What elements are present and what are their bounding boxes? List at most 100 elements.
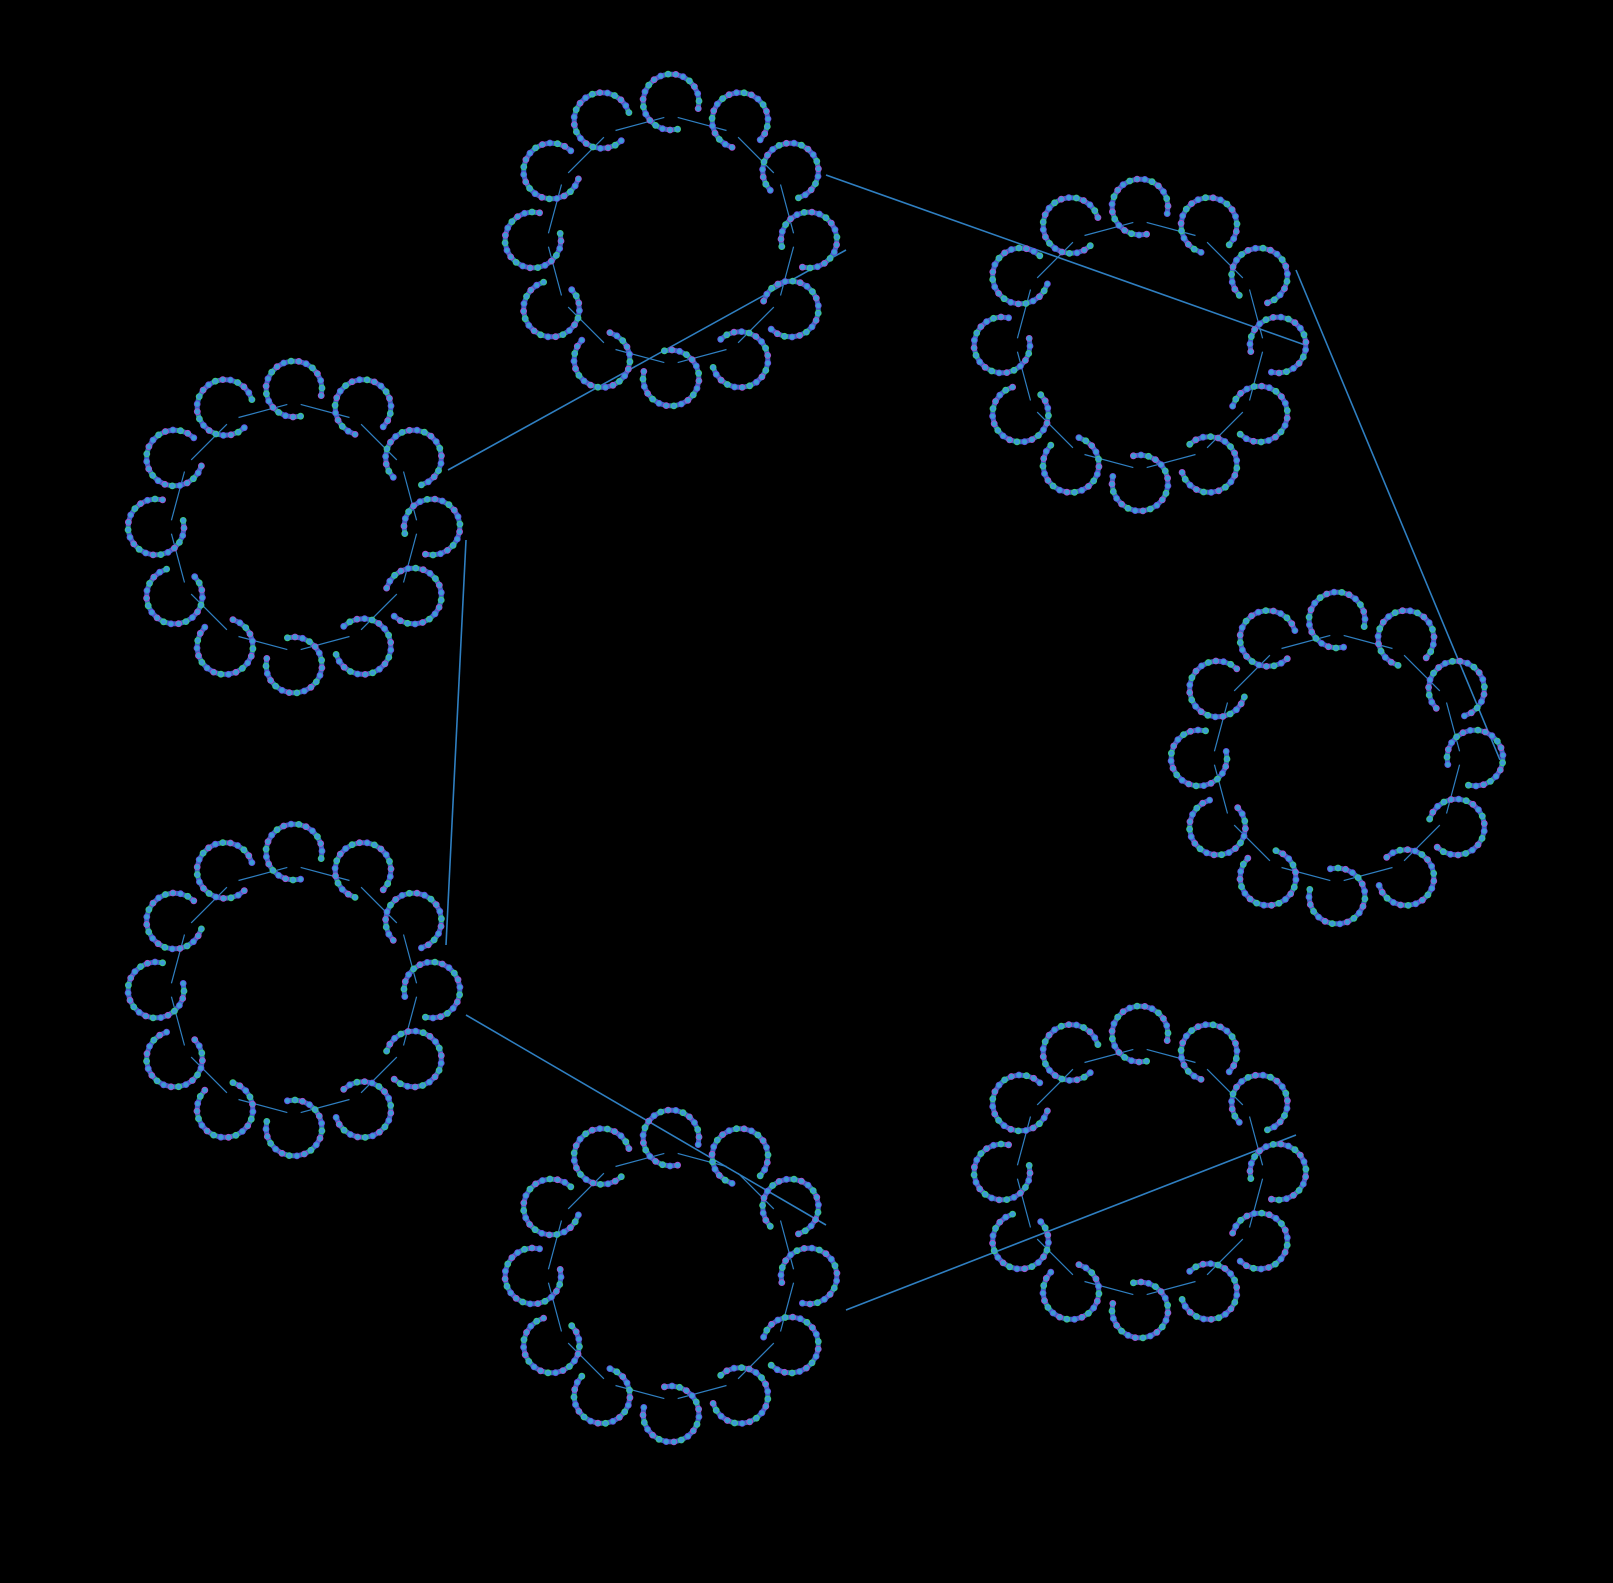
node-core bbox=[1050, 483, 1056, 489]
node-core bbox=[1170, 765, 1176, 771]
node-core bbox=[243, 1088, 249, 1094]
node-core bbox=[1405, 902, 1411, 909]
node-core bbox=[640, 1132, 646, 1138]
node-core bbox=[1115, 187, 1121, 193]
node-core bbox=[206, 382, 212, 388]
node-core bbox=[383, 389, 389, 395]
node-core bbox=[1283, 1196, 1290, 1202]
node-core bbox=[1242, 826, 1248, 832]
sub-ring bbox=[382, 426, 445, 489]
node-core bbox=[1200, 1261, 1206, 1267]
node-core bbox=[303, 361, 309, 367]
node-core bbox=[1071, 489, 1078, 495]
node-core bbox=[279, 687, 285, 693]
node-core bbox=[294, 1153, 300, 1159]
intra-cluster-edge bbox=[238, 635, 288, 651]
node-core bbox=[1329, 921, 1335, 927]
node-core bbox=[402, 531, 408, 537]
node-core bbox=[387, 873, 393, 880]
node-core bbox=[1006, 1142, 1012, 1148]
node-core bbox=[1272, 1261, 1278, 1267]
intra-cluster-edge bbox=[737, 1172, 775, 1210]
node-core bbox=[1152, 1284, 1158, 1290]
node-core bbox=[1284, 1234, 1290, 1241]
node-core bbox=[125, 527, 131, 533]
node-core bbox=[761, 1195, 767, 1201]
intra-cluster-edge bbox=[615, 116, 665, 132]
node-core bbox=[433, 902, 439, 908]
node-core bbox=[158, 552, 164, 558]
node-core bbox=[671, 403, 677, 409]
node-core bbox=[645, 390, 651, 396]
node-core bbox=[446, 965, 452, 971]
node-core bbox=[990, 406, 996, 412]
node-core bbox=[144, 497, 151, 503]
node-core bbox=[1229, 1034, 1235, 1040]
node-core bbox=[157, 1032, 163, 1038]
sub-ring bbox=[1039, 1021, 1102, 1084]
node-core bbox=[235, 429, 241, 435]
intra-cluster-edge bbox=[1213, 764, 1229, 814]
node-core bbox=[809, 1325, 816, 1331]
node-core bbox=[393, 433, 399, 440]
node-core bbox=[151, 1037, 157, 1043]
node-core bbox=[1220, 713, 1226, 720]
node-core bbox=[1164, 211, 1170, 217]
node-core bbox=[575, 176, 582, 182]
node-core bbox=[1240, 861, 1246, 867]
node-core bbox=[1270, 608, 1276, 614]
node-core bbox=[1043, 448, 1049, 454]
node-core bbox=[1187, 689, 1193, 696]
node-core bbox=[427, 1033, 433, 1039]
node-core bbox=[626, 1387, 633, 1393]
node-core bbox=[1038, 1219, 1044, 1225]
node-core bbox=[1212, 714, 1218, 720]
node-core bbox=[196, 416, 202, 422]
node-core bbox=[693, 1399, 699, 1405]
node-core bbox=[144, 921, 150, 928]
node-core bbox=[194, 1072, 201, 1078]
node-core bbox=[802, 1228, 808, 1234]
node-core bbox=[588, 1418, 594, 1424]
node-core bbox=[1487, 778, 1493, 785]
node-core bbox=[1449, 740, 1455, 746]
node-core bbox=[1187, 482, 1193, 488]
node-core bbox=[435, 468, 442, 474]
node-core bbox=[1182, 476, 1188, 482]
intra-cluster-edge bbox=[677, 116, 727, 132]
node-core bbox=[1189, 697, 1195, 703]
node-core bbox=[685, 397, 691, 403]
node-core bbox=[418, 945, 424, 951]
node-core bbox=[263, 391, 269, 397]
node-core bbox=[432, 1074, 438, 1080]
node-core bbox=[1251, 383, 1257, 390]
node-core bbox=[1476, 670, 1482, 676]
node-core bbox=[739, 384, 745, 390]
node-core bbox=[425, 942, 431, 948]
node-core bbox=[1110, 488, 1116, 495]
node-core bbox=[422, 1014, 428, 1020]
intra-cluster-edge bbox=[1206, 1238, 1244, 1276]
node-core bbox=[1351, 915, 1357, 921]
node-core bbox=[527, 1221, 533, 1227]
node-core bbox=[382, 1124, 388, 1130]
node-core bbox=[1044, 1108, 1050, 1114]
node-core bbox=[1428, 649, 1434, 655]
node-core bbox=[1127, 178, 1133, 184]
node-core bbox=[716, 136, 722, 142]
node-core bbox=[1238, 390, 1244, 396]
intra-cluster-edge bbox=[402, 934, 418, 984]
node-core bbox=[572, 1386, 578, 1393]
sub-ring bbox=[970, 1140, 1034, 1204]
node-core bbox=[1174, 772, 1180, 778]
node-core bbox=[739, 1420, 745, 1426]
node-core bbox=[424, 496, 430, 502]
node-core bbox=[1471, 664, 1477, 670]
node-core bbox=[1079, 487, 1085, 493]
node-core bbox=[760, 102, 766, 108]
sub-ring bbox=[759, 1175, 822, 1238]
node-core bbox=[710, 364, 716, 370]
node-core bbox=[1278, 1221, 1284, 1227]
node-core bbox=[624, 1380, 630, 1386]
node-core bbox=[457, 521, 463, 527]
